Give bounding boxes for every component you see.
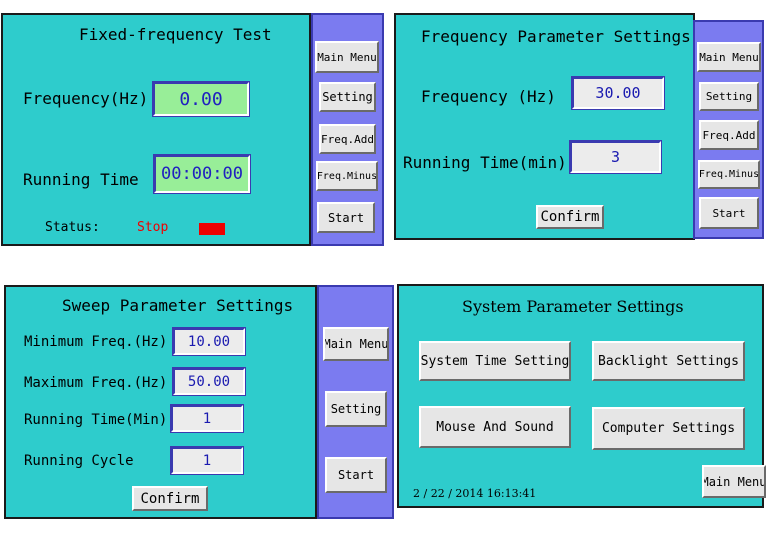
- frequency-input[interactable]: 30.00: [571, 76, 665, 110]
- status-label: Status:: [45, 220, 100, 235]
- datetime-display: 2 / 22 / 2014 16:13:41: [413, 487, 537, 500]
- fixed-frequency-panel: Fixed-frequency Test Frequency(Hz) 0.00 …: [1, 13, 311, 246]
- running-time-display: 00:00:00: [153, 154, 251, 194]
- main-menu-button[interactable]: Main Menu: [315, 41, 379, 73]
- setting-button[interactable]: Setting: [325, 391, 387, 427]
- running-cycle-input[interactable]: 1: [170, 446, 244, 475]
- frequency-settings-sidebar: Main Menu Setting Freq.Add Freq.Minus St…: [693, 20, 764, 239]
- maximum-freq-input[interactable]: 50.00: [172, 367, 246, 396]
- start-button[interactable]: Start: [699, 197, 759, 229]
- running-time-label: Running Time(min): [403, 153, 567, 172]
- confirm-button[interactable]: Confirm: [132, 486, 208, 511]
- system-settings-panel: System Parameter Settings System Time Se…: [397, 284, 766, 508]
- freq-minus-button[interactable]: Freq.Minus: [316, 161, 378, 191]
- freq-minus-button[interactable]: Freq.Minus: [698, 160, 760, 189]
- page-title: Sweep Parameter Settings: [62, 296, 294, 315]
- status-value: Stop: [137, 220, 169, 235]
- page-title: Fixed-frequency Test: [79, 25, 272, 44]
- sweep-sidebar: Main Menu Setting Start: [317, 285, 394, 519]
- minimum-freq-input[interactable]: 10.00: [172, 327, 246, 356]
- frequency-display: 0.00: [152, 81, 250, 117]
- status-indicator: [199, 223, 225, 235]
- page-title: Frequency Parameter Settings: [421, 27, 691, 46]
- start-button[interactable]: Start: [317, 202, 375, 233]
- main-menu-button[interactable]: Main Menu: [323, 327, 389, 361]
- setting-button[interactable]: Setting: [699, 82, 759, 111]
- mouse-and-sound-button[interactable]: Mouse And Sound: [419, 406, 571, 448]
- freq-add-button[interactable]: Freq.Add: [319, 124, 376, 154]
- start-button[interactable]: Start: [325, 457, 387, 493]
- running-time-input[interactable]: 1: [170, 404, 244, 433]
- main-menu-button[interactable]: Main Menu: [697, 42, 761, 72]
- setting-button[interactable]: Setting: [319, 82, 376, 112]
- confirm-button[interactable]: Confirm: [536, 205, 604, 229]
- frequency-settings-panel: Frequency Parameter Settings Frequency (…: [394, 13, 695, 240]
- computer-settings-button[interactable]: Computer Settings: [592, 407, 745, 450]
- page-title: System Parameter Settings: [462, 297, 684, 316]
- frequency-label: Frequency (Hz): [421, 87, 556, 106]
- maximum-freq-label: Maximum Freq.(Hz): [24, 375, 168, 391]
- frequency-label: Frequency(Hz): [23, 89, 149, 108]
- system-time-setting-button[interactable]: System Time Setting: [419, 341, 571, 381]
- main-menu-button[interactable]: Main Menu: [702, 465, 766, 498]
- running-time-label: Running Time(Min): [24, 412, 168, 428]
- minimum-freq-label: Minimum Freq.(Hz): [24, 334, 168, 350]
- running-cycle-label: Running Cycle: [24, 453, 134, 469]
- backlight-settings-button[interactable]: Backlight Settings: [592, 341, 745, 381]
- sweep-settings-panel: Sweep Parameter Settings Minimum Freq.(H…: [4, 285, 317, 519]
- fixed-sidebar: Main Menu Setting Freq.Add Freq.Minus St…: [311, 13, 384, 246]
- running-time-label: Running Time: [23, 170, 139, 189]
- running-time-input[interactable]: 3: [569, 140, 662, 174]
- freq-add-button[interactable]: Freq.Add: [699, 120, 759, 150]
